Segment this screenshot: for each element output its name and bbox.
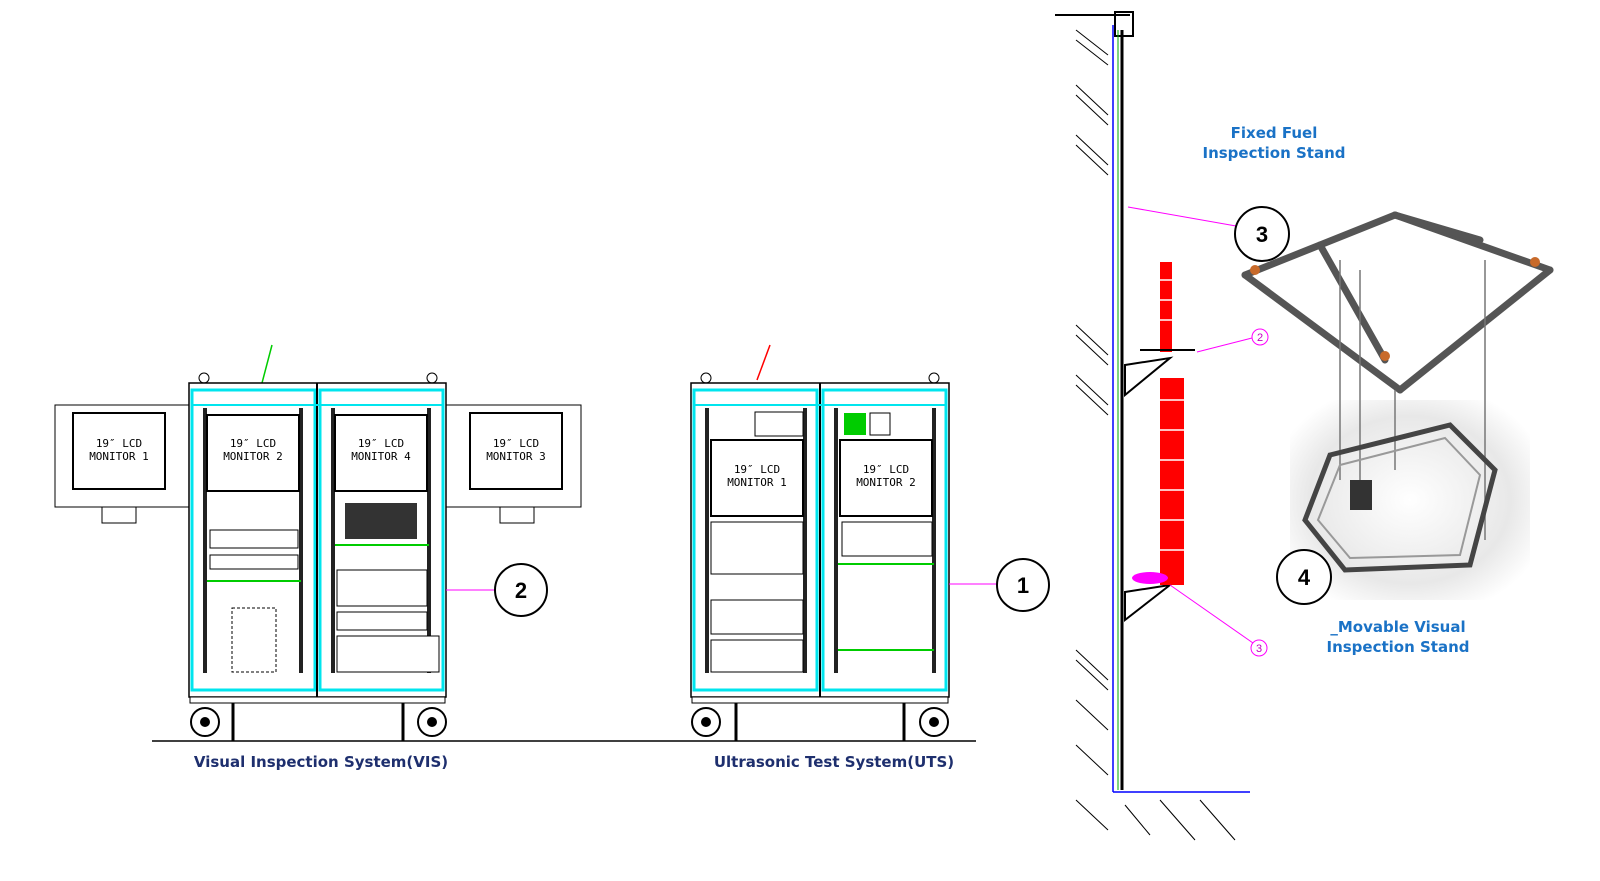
- svg-text:MONITOR 2: MONITOR 2: [223, 450, 283, 463]
- uts-cabinet: [690, 344, 950, 741]
- callout-3: 3: [1127, 206, 1290, 262]
- callout-1: 1: [949, 558, 1050, 612]
- svg-text:MONITOR 1: MONITOR 1: [89, 450, 149, 463]
- svg-text:MONITOR 1: MONITOR 1: [727, 476, 787, 489]
- svg-text:19″ LCD: 19″ LCD: [230, 437, 276, 450]
- svg-text:2: 2: [1257, 332, 1263, 344]
- svg-text:19″ LCD: 19″ LCD: [734, 463, 780, 476]
- callout-2: 2: [446, 563, 548, 617]
- callout-4: 4: [1276, 549, 1332, 605]
- svg-text:Inspection Stand: Inspection Stand: [1326, 638, 1469, 656]
- small-callout-3: 3: [1169, 584, 1268, 657]
- svg-text:19″ LCD: 19″ LCD: [96, 437, 142, 450]
- svg-text:1: 1: [1017, 573, 1029, 598]
- svg-text:_Movable Visual: _Movable Visual: [1330, 618, 1465, 636]
- svg-text:Inspection Stand: Inspection Stand: [1202, 144, 1345, 162]
- svg-text:19″ LCD: 19″ LCD: [863, 463, 909, 476]
- svg-text:3: 3: [1256, 643, 1262, 655]
- movable-stand-label: _Movable Visual Inspection Stand: [1326, 618, 1469, 656]
- uts-caption: Ultrasonic Test System(UTS): [714, 753, 954, 771]
- fixed-stand-label: Fixed Fuel Inspection Stand: [1202, 124, 1345, 162]
- svg-text:Fixed Fuel: Fixed Fuel: [1231, 124, 1318, 142]
- fixed-stand-section: [1055, 11, 1250, 841]
- small-callout-2: 2: [1196, 328, 1269, 353]
- svg-text:19″ LCD: 19″ LCD: [358, 437, 404, 450]
- svg-text:19″ LCD: 19″ LCD: [493, 437, 539, 450]
- svg-text:4: 4: [1298, 565, 1311, 590]
- svg-text:MONITOR 2: MONITOR 2: [856, 476, 916, 489]
- svg-text:MONITOR 3: MONITOR 3: [486, 450, 546, 463]
- svg-text:3: 3: [1256, 222, 1268, 247]
- svg-text:2: 2: [515, 578, 527, 603]
- vis-cabinet: [54, 344, 582, 741]
- vis-caption: Visual Inspection System(VIS): [194, 753, 448, 771]
- movable-stand-render: [1241, 211, 1554, 600]
- svg-text:MONITOR 4: MONITOR 4: [351, 450, 411, 463]
